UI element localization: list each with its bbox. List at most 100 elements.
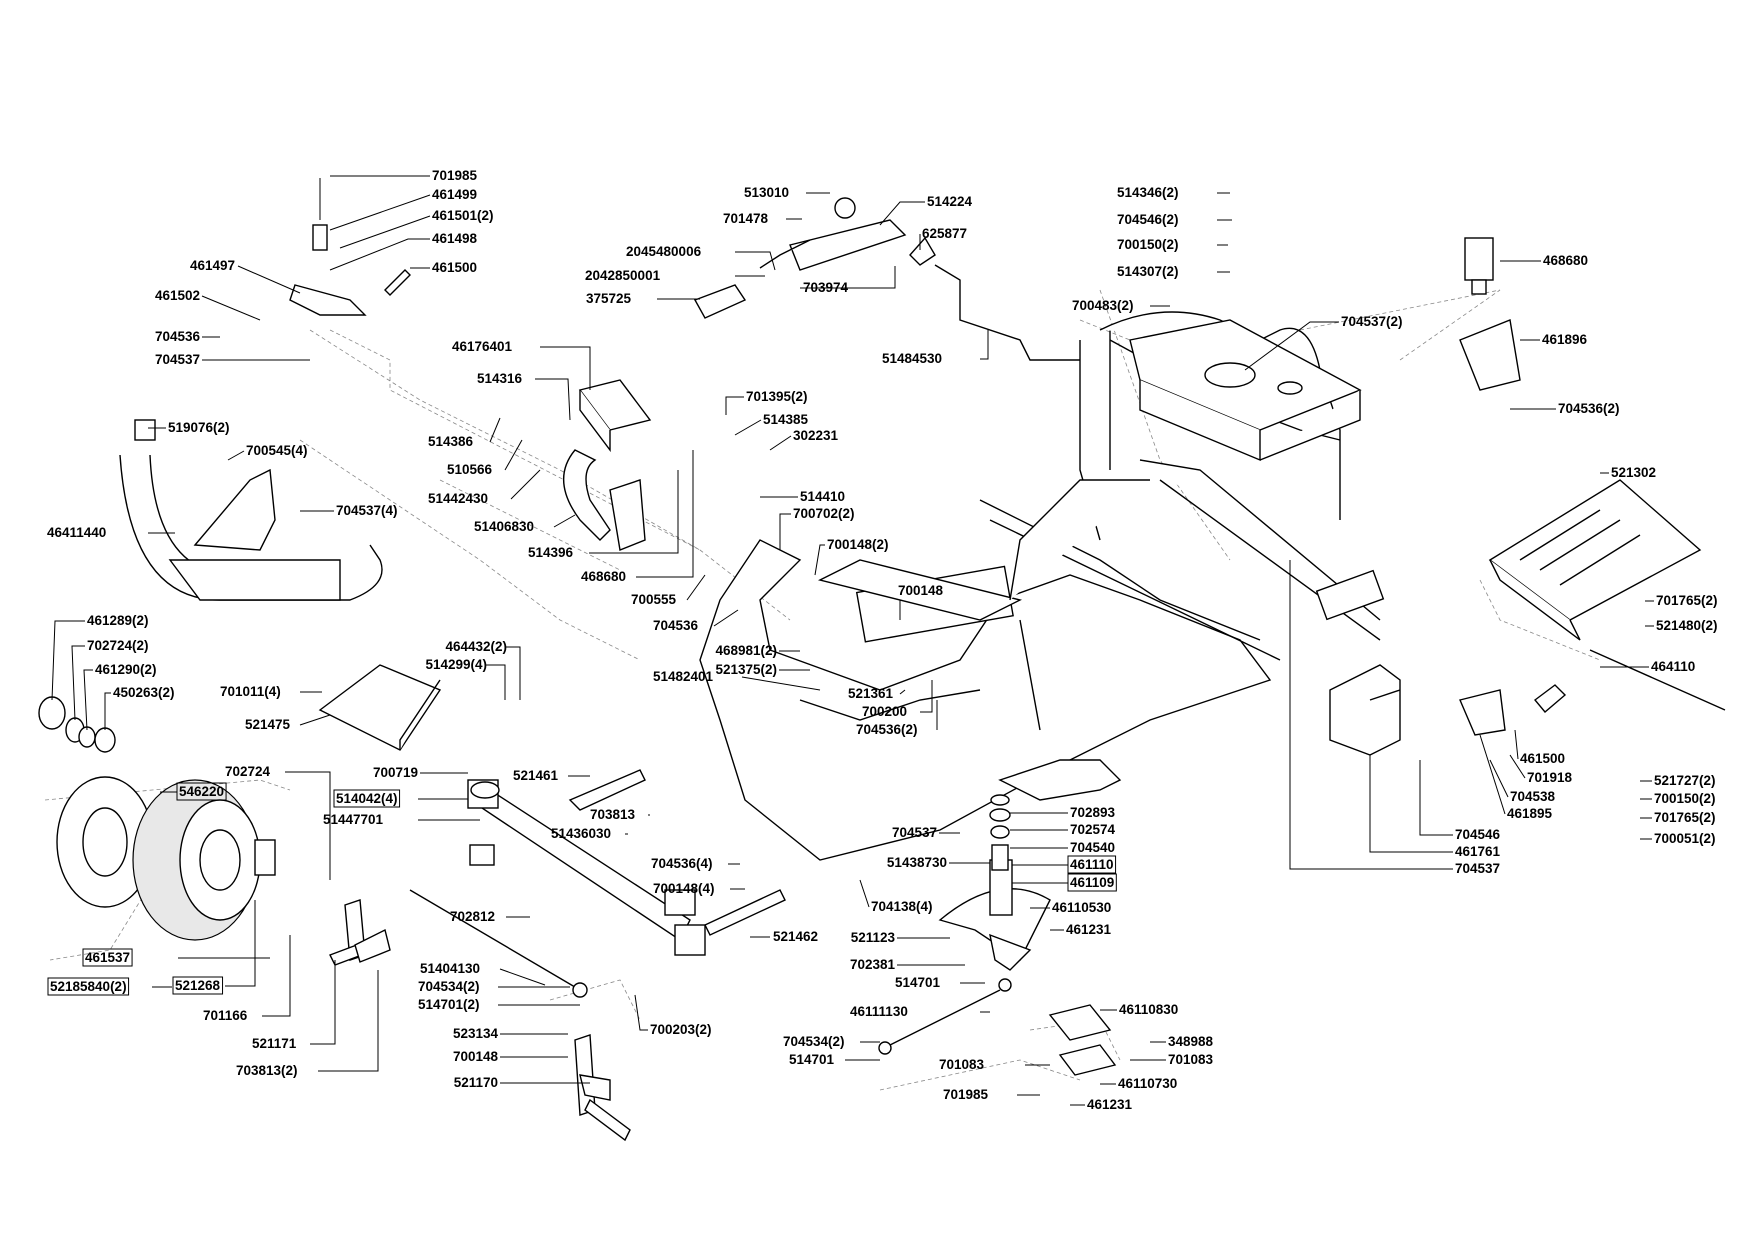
spindle-521171 bbox=[329, 899, 391, 966]
callout-514299: 514299(4) bbox=[425, 657, 487, 672]
leader-line-514396 bbox=[589, 470, 679, 554]
callout-704540: 704540 bbox=[1070, 840, 1115, 855]
leader-line-51482401 bbox=[741, 676, 821, 691]
leader-line-450263 bbox=[104, 692, 111, 730]
leader-line-704546 bbox=[1419, 760, 1453, 836]
callout-514701_2: 514701(2) bbox=[418, 997, 480, 1012]
callout-514042: 514042(4) bbox=[336, 791, 398, 806]
leader-line-702724_2 bbox=[71, 645, 85, 721]
callout-514396: 514396 bbox=[528, 545, 574, 560]
callout-461501: 461501(2) bbox=[432, 208, 494, 223]
leader-line-510566 bbox=[504, 439, 523, 471]
guard-521475 bbox=[318, 664, 442, 751]
rod-51484530 bbox=[934, 264, 1080, 361]
callout-box-514042 bbox=[333, 789, 401, 808]
callout-701765_2b: 701765(2) bbox=[1654, 810, 1716, 825]
callout-46411440: 46411440 bbox=[47, 525, 106, 540]
leader-line-521268 bbox=[225, 900, 256, 987]
leader-line-461290 bbox=[83, 669, 93, 731]
callout-700483: 700483(2) bbox=[1072, 298, 1134, 313]
callout-521475: 521475 bbox=[245, 717, 291, 732]
callout-521171: 521171 bbox=[252, 1036, 297, 1051]
callout-51436030: 51436030 bbox=[551, 826, 611, 841]
callout-700148_4: 700148(4) bbox=[653, 881, 715, 896]
brake-lever-514224 bbox=[759, 197, 936, 271]
callout-46176401: 46176401 bbox=[452, 339, 513, 354]
callout-704138: 704138(4) bbox=[871, 899, 933, 914]
callout-514410: 514410 bbox=[800, 489, 845, 504]
callout-704534a: 704534(2) bbox=[418, 979, 480, 994]
callout-704534b: 704534(2) bbox=[783, 1034, 845, 1049]
lever-461895 bbox=[1459, 684, 1567, 736]
leader-line-468680a bbox=[636, 450, 694, 578]
callout-521462: 521462 bbox=[773, 929, 818, 944]
callout-703813: 703813 bbox=[590, 807, 636, 822]
callout-348988: 348988 bbox=[1168, 1034, 1214, 1049]
leader-line-521475 bbox=[299, 714, 331, 726]
callout-461499: 461499 bbox=[432, 187, 477, 202]
callout-514386: 514386 bbox=[428, 434, 474, 449]
callout-box-52185840 bbox=[47, 977, 130, 996]
leader-line-514299 bbox=[485, 664, 506, 700]
leader-line-51404130 bbox=[499, 968, 546, 986]
leader-line-704538 bbox=[1489, 759, 1509, 798]
callout-461895: 461895 bbox=[1507, 806, 1553, 821]
callout-461761: 461761 bbox=[1455, 844, 1501, 859]
callout-46111130: 46111130 bbox=[850, 1004, 908, 1019]
leader-line-51406830 bbox=[553, 514, 576, 528]
callout-461109: 461109 bbox=[1070, 875, 1114, 890]
callout-704538: 704538 bbox=[1510, 789, 1556, 804]
callout-701478: 701478 bbox=[723, 211, 769, 226]
switch-468680 bbox=[1464, 237, 1494, 295]
callout-51438730: 51438730 bbox=[887, 855, 947, 870]
callout-375725: 375725 bbox=[586, 291, 632, 306]
leader-line-700203 bbox=[634, 994, 648, 1031]
hood-bracket-461896 bbox=[1459, 319, 1521, 391]
top-link-461497 bbox=[289, 178, 411, 316]
leader-line-514386 bbox=[489, 417, 501, 443]
leader-line-461500b bbox=[1514, 729, 1519, 760]
leader-line-514316 bbox=[535, 378, 571, 421]
callout-702574: 702574 bbox=[1070, 822, 1116, 837]
label-boxes bbox=[47, 782, 1117, 996]
leader-line-521171 bbox=[310, 960, 336, 1045]
callout-703974: 703974 bbox=[803, 280, 849, 295]
grip-375725 bbox=[693, 284, 747, 319]
rod-464110 bbox=[1589, 649, 1726, 711]
bumper-46411440 bbox=[119, 419, 383, 601]
leader-line-702724 bbox=[285, 771, 331, 880]
callout-514307: 514307(2) bbox=[1117, 264, 1179, 279]
callout-546220: 546220 bbox=[179, 784, 224, 799]
callout-704537a: 704537 bbox=[155, 352, 200, 367]
callout-700545: 700545(4) bbox=[246, 443, 308, 458]
leader-line-46176401 bbox=[540, 346, 591, 390]
callout-461502: 461502 bbox=[155, 288, 200, 303]
front-wheel-521268 bbox=[56, 776, 276, 941]
callout-704537_4: 704537(4) bbox=[336, 503, 398, 518]
callout-701011: 701011(4) bbox=[220, 684, 281, 699]
callout-702381: 702381 bbox=[850, 957, 896, 972]
callout-521268: 521268 bbox=[175, 978, 221, 993]
callout-514346: 514346(2) bbox=[1117, 185, 1179, 200]
callout-521480: 521480(2) bbox=[1656, 618, 1718, 633]
leader-line-701918 bbox=[1509, 754, 1526, 779]
leader-line-514224 bbox=[879, 201, 925, 226]
leader-line-461502 bbox=[201, 295, 261, 321]
callout-521727: 521727(2) bbox=[1654, 773, 1716, 788]
callout-704537c: 704537 bbox=[892, 825, 937, 840]
callout-464432: 464432(2) bbox=[445, 639, 507, 654]
leader-line-700148_2 bbox=[814, 544, 825, 576]
callout-514701a: 514701 bbox=[895, 975, 941, 990]
callout-701985a: 701985 bbox=[432, 168, 478, 183]
callout-703813_2: 703813(2) bbox=[236, 1063, 298, 1078]
callout-521361: 521361 bbox=[848, 686, 894, 701]
leader-line-704537_2 bbox=[1244, 321, 1339, 371]
callout-704536a: 704536 bbox=[155, 329, 201, 344]
callout-702812: 702812 bbox=[450, 909, 495, 924]
leader-line-461289 bbox=[51, 620, 85, 701]
callout-704536_2b: 704536(2) bbox=[1558, 401, 1620, 416]
leader-line-461895 bbox=[1479, 734, 1506, 815]
callout-51482401: 51482401 bbox=[653, 669, 714, 684]
callout-468680b: 468680 bbox=[1543, 253, 1588, 268]
